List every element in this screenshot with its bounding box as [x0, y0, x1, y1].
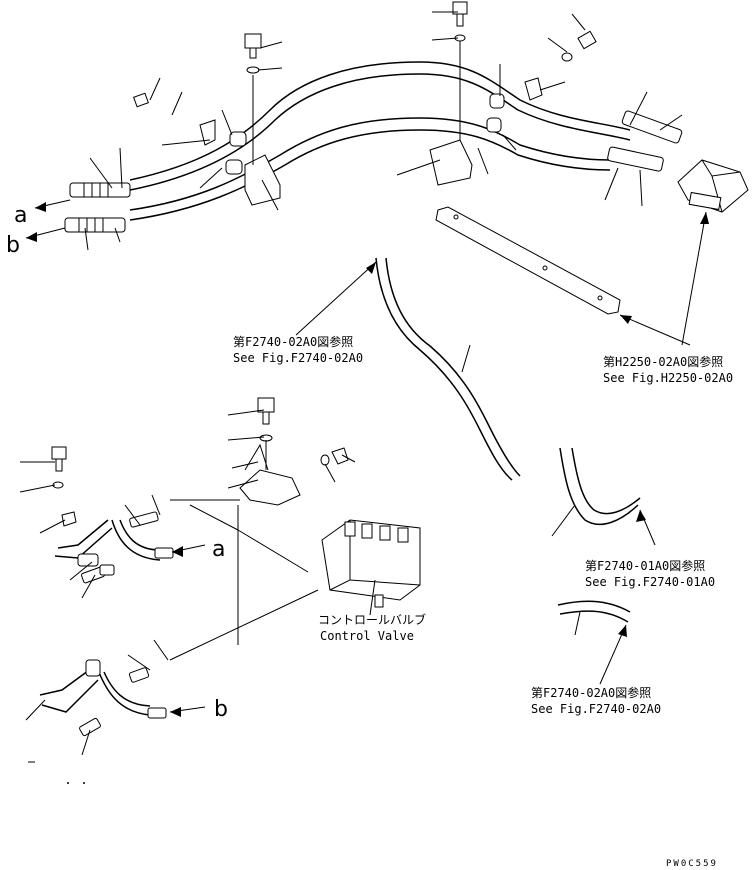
middle-spiral-hose	[375, 257, 521, 481]
lower-leaders	[19, 409, 356, 534]
left-stay-bracket	[244, 75, 281, 206]
upper-right-fittings	[607, 110, 683, 172]
ref-bracket-jp: 第H2250-02A0図参照	[603, 354, 723, 369]
upper-clamps	[225, 93, 505, 175]
arrow-label-b-upper: b	[6, 233, 20, 258]
arrow-label-b-lower: b	[214, 697, 228, 722]
lower-bolts	[51, 397, 349, 527]
ref-leaders	[295, 211, 709, 346]
drawing-code: PW0C559	[666, 859, 718, 869]
lower-right-spiral-hose	[557, 600, 631, 685]
lower-bracket	[239, 440, 301, 506]
right-stay-bracket	[429, 40, 473, 186]
ref-bracket-en: See Fig.H2250-02A0	[603, 371, 733, 385]
ref-upper-hose-en: See Fig.F2740-02A0	[233, 351, 363, 365]
lower-pipe-b	[39, 659, 167, 737]
control-valve-unit	[321, 519, 421, 616]
upper-bolts	[133, 1, 597, 146]
arrow-label-a-lower: a	[212, 537, 225, 562]
lower-pipe-a	[54, 511, 174, 584]
control-valve-label-en: Control Valve	[320, 629, 414, 643]
ref-lower-hose-jp: 第F2740-02A0図参照	[531, 685, 651, 700]
ref-right-hose-jp: 第F2740-01A0図参照	[585, 558, 705, 573]
lower-arrow-leaders	[25, 494, 206, 784]
connection-lines	[169, 499, 319, 661]
ref-lower-hose-en: See Fig.F2740-02A0	[531, 702, 661, 716]
ref-right-hose-en: See Fig.F2740-01A0	[585, 575, 715, 589]
upper-left-fittings	[64, 182, 131, 233]
upper-leader-lines	[84, 11, 683, 251]
ref-upper-hose-jp: 第F2740-02A0図参照	[233, 334, 353, 349]
arrow-label-a-upper: a	[14, 203, 27, 228]
control-valve-label-jp: コントロールバルブ	[318, 612, 426, 627]
upper-arrows	[25, 199, 71, 242]
mounting-bar	[435, 206, 621, 315]
right-valve-block	[677, 159, 749, 213]
right-spiral-hose	[551, 447, 656, 546]
